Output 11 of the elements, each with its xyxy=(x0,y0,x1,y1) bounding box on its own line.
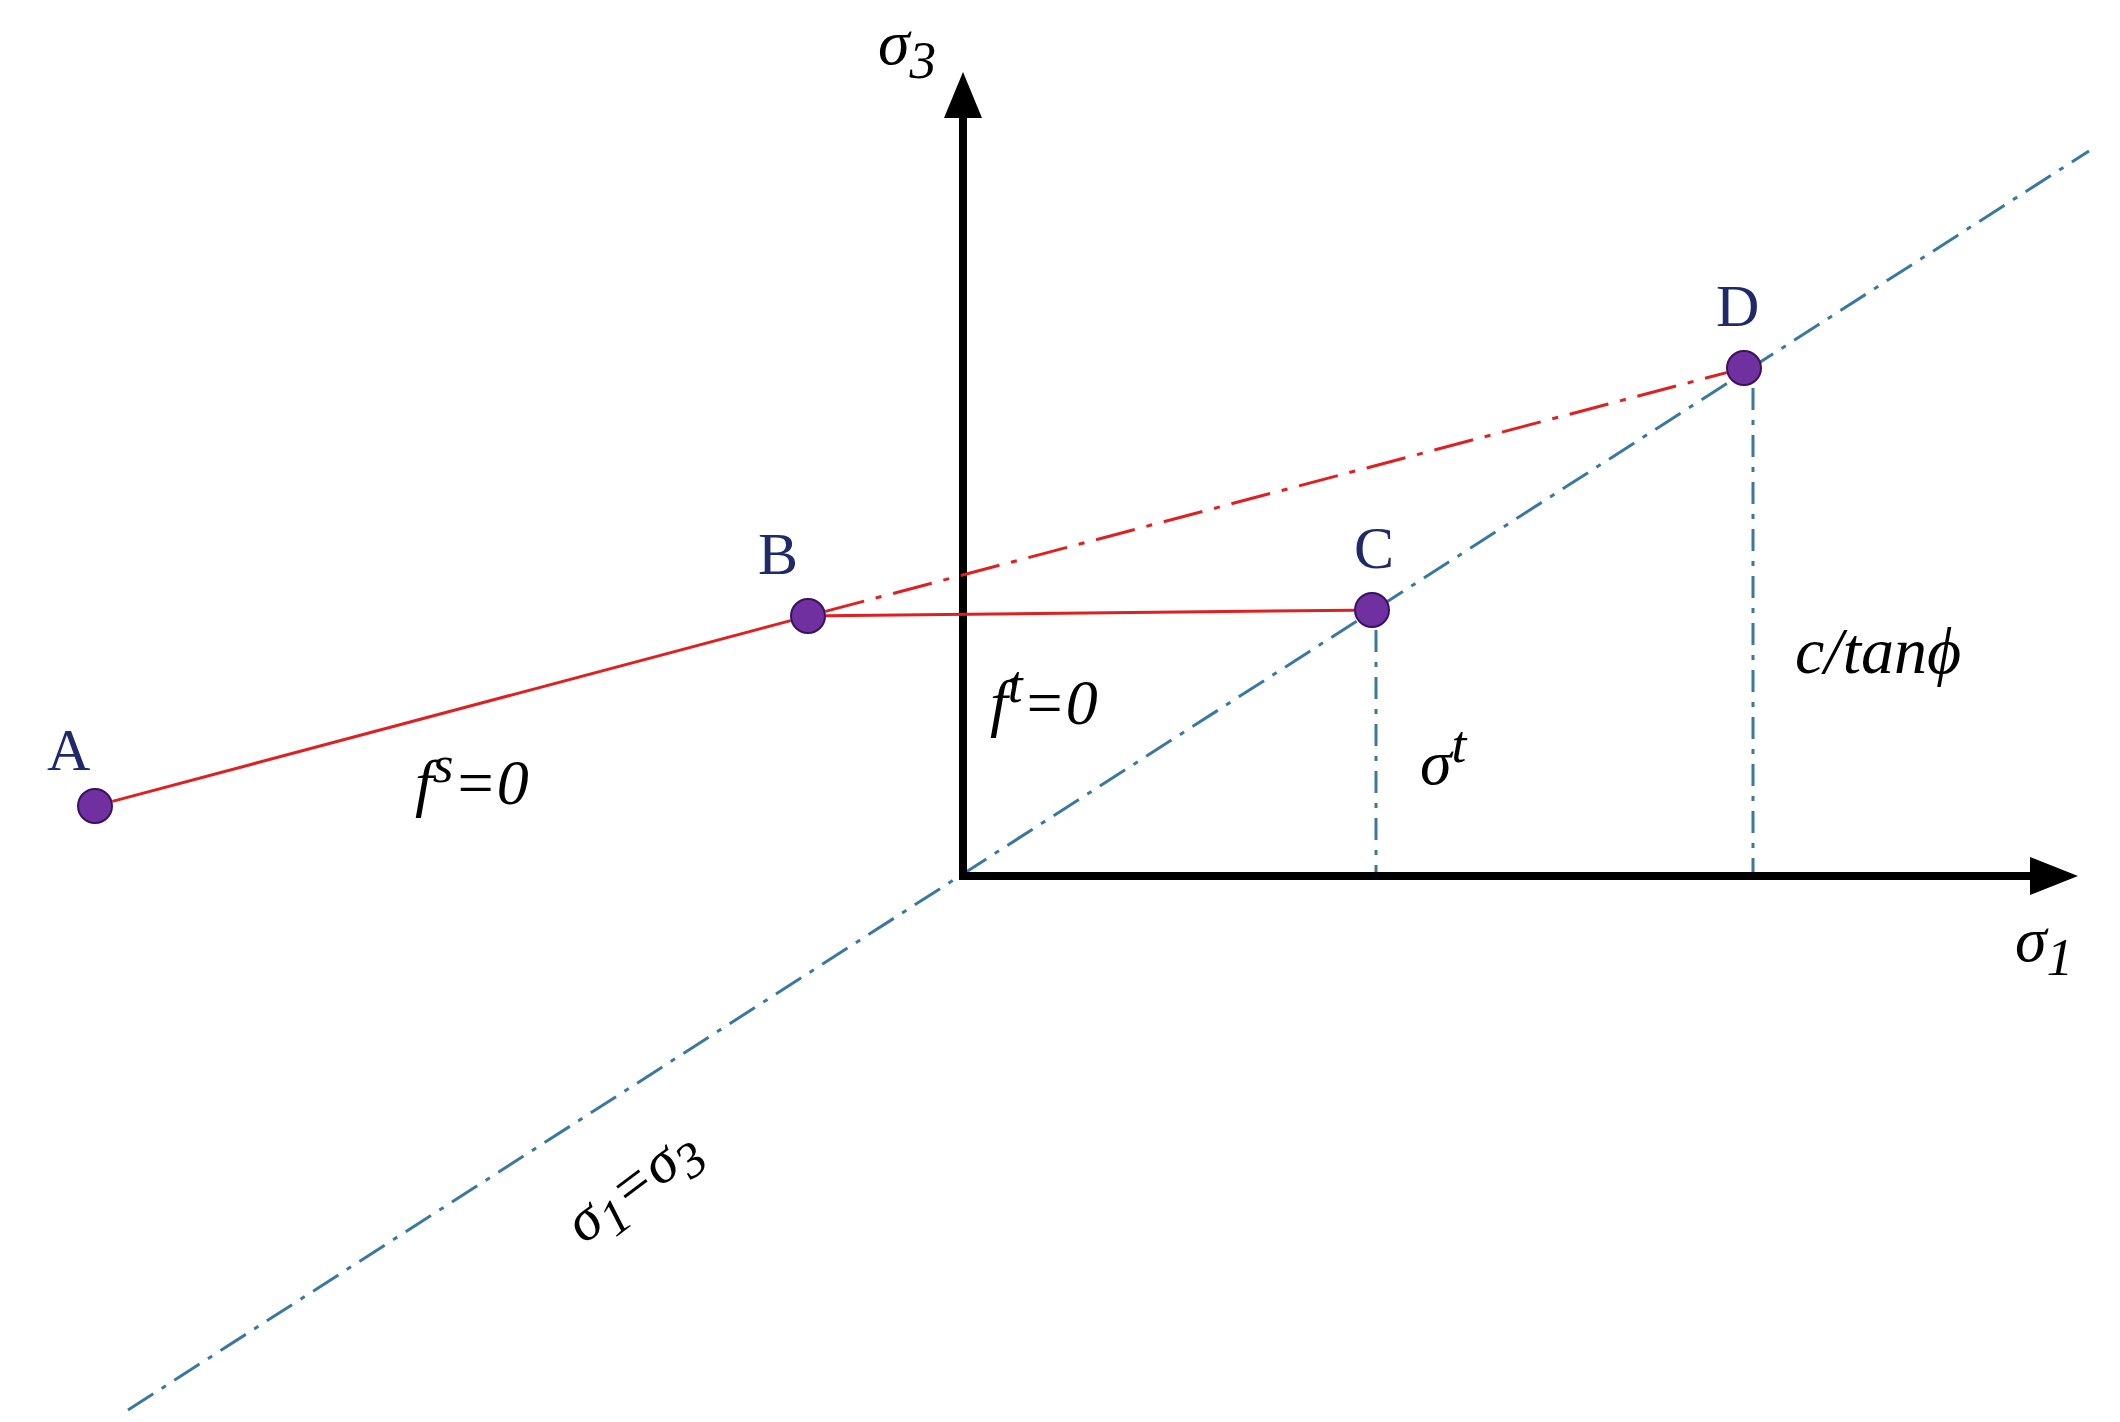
failure-line xyxy=(112,619,791,803)
failure-line xyxy=(826,608,1354,618)
axis-label: c/tanϕ xyxy=(1795,615,1962,688)
axis-label: σ$^{t}$ xyxy=(1420,715,1467,799)
axis-label: σ$_{3}$ xyxy=(878,8,937,90)
point-label: C xyxy=(1354,518,1395,578)
point-label: A xyxy=(47,720,91,780)
point-label: D xyxy=(1716,276,1760,336)
failure-line xyxy=(825,371,1727,613)
axis-label: σ$_{1}$ xyxy=(2015,905,2074,987)
point-label: B xyxy=(758,524,799,584)
